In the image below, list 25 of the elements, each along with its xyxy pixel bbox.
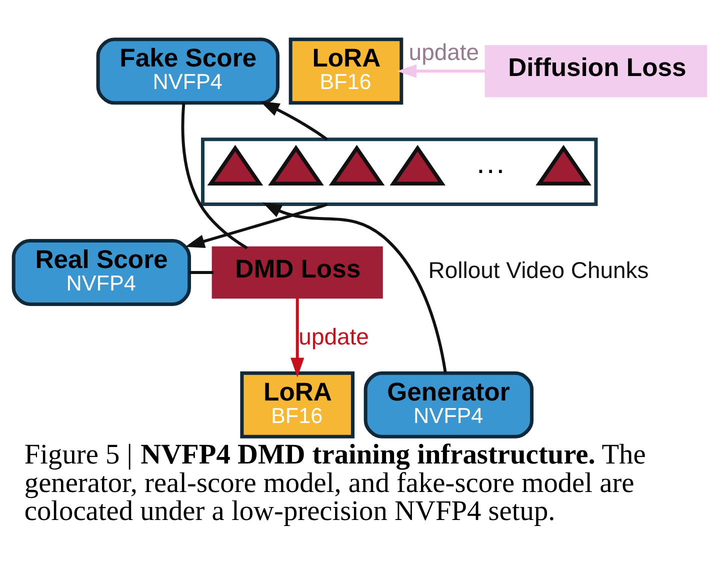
node-triangle xyxy=(390,144,446,186)
node-triangle xyxy=(536,144,592,186)
arrow xyxy=(185,202,328,248)
node-box: LoRA BF16 xyxy=(288,38,404,105)
caption: Figure 5 | NVFP4 DMD training infrastructure. The generator, real-score model, and fake-score model are colocated under a low-precision NVFP4 setup. xyxy=(24,439,646,528)
edge-label: update xyxy=(298,323,369,350)
node-box: Real Score NVFP4 xyxy=(12,238,191,306)
node-triangle xyxy=(268,144,324,186)
arrow xyxy=(396,64,486,78)
node-box: Fake Score NVFP4 xyxy=(96,38,280,105)
cluster xyxy=(201,138,598,206)
edge-label: Rollout Video Chunks xyxy=(428,257,649,284)
node-box: Diffusion Loss xyxy=(484,45,708,98)
node-box: Generator NVFP4 xyxy=(364,371,534,438)
arrow xyxy=(260,101,328,141)
connector xyxy=(181,102,248,250)
arrow xyxy=(290,297,304,378)
label: ··· xyxy=(476,153,506,186)
edge-label: update xyxy=(408,38,480,65)
node-triangle xyxy=(328,144,385,186)
node-triangle xyxy=(207,144,264,186)
connector xyxy=(189,271,214,274)
node-box: DMD Loss xyxy=(212,246,383,299)
node-box: LoRA BF16 xyxy=(240,371,354,438)
arrow xyxy=(262,202,447,373)
